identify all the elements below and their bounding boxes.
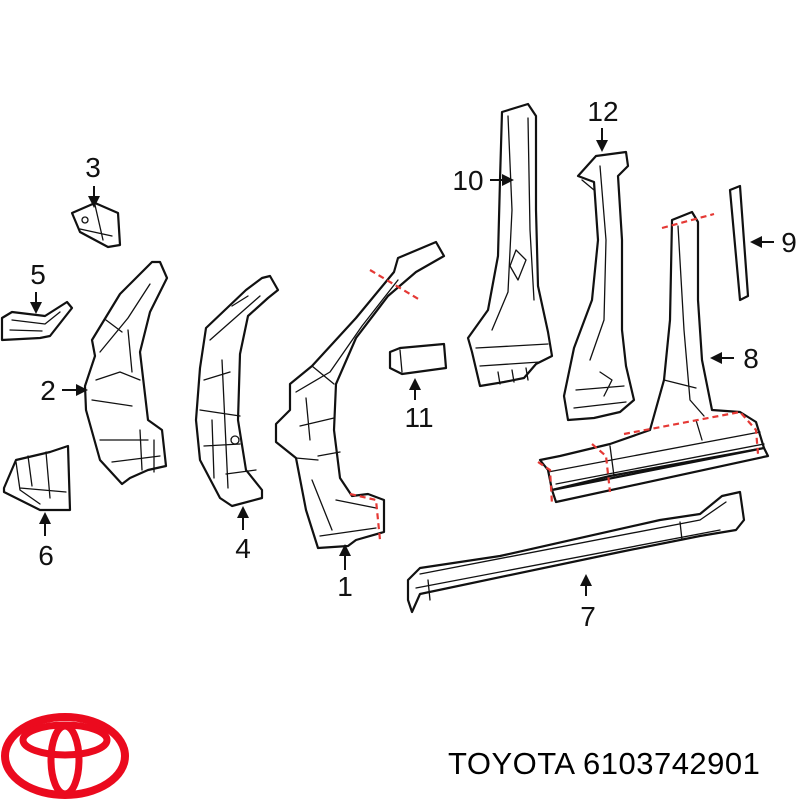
callout-3: 3 bbox=[85, 152, 101, 183]
callout-9: 9 bbox=[781, 227, 797, 258]
callout-10: 10 bbox=[452, 165, 483, 196]
part-4 bbox=[194, 274, 280, 508]
callout-6: 6 bbox=[38, 540, 54, 571]
cut-lines bbox=[349, 212, 760, 541]
part-6 bbox=[2, 444, 72, 512]
callout-11: 11 bbox=[404, 402, 433, 433]
callout-1: 1 bbox=[337, 571, 353, 602]
part-9 bbox=[728, 184, 750, 302]
part-number-caption: TOYOTA 6103742901 bbox=[448, 746, 761, 781]
part-2 bbox=[83, 260, 169, 486]
callout-labels: 1 2 3 4 5 6 7 8 9 10 11 12 bbox=[30, 96, 797, 632]
callout-8: 8 bbox=[743, 343, 759, 374]
callout-12: 12 bbox=[587, 96, 618, 127]
part-3 bbox=[70, 201, 122, 249]
callout-arrows bbox=[30, 128, 774, 596]
part-10 bbox=[466, 102, 554, 388]
part-1 bbox=[274, 240, 446, 550]
part-12 bbox=[562, 150, 636, 422]
part-8 bbox=[538, 210, 770, 504]
part-11 bbox=[388, 342, 448, 376]
toyota-logo-icon bbox=[1, 713, 129, 799]
part-5 bbox=[0, 300, 74, 342]
callout-5: 5 bbox=[30, 259, 46, 290]
part-7 bbox=[406, 490, 746, 614]
callout-2: 2 bbox=[40, 375, 56, 406]
callout-7: 7 bbox=[580, 601, 596, 632]
callout-4: 4 bbox=[235, 533, 251, 564]
